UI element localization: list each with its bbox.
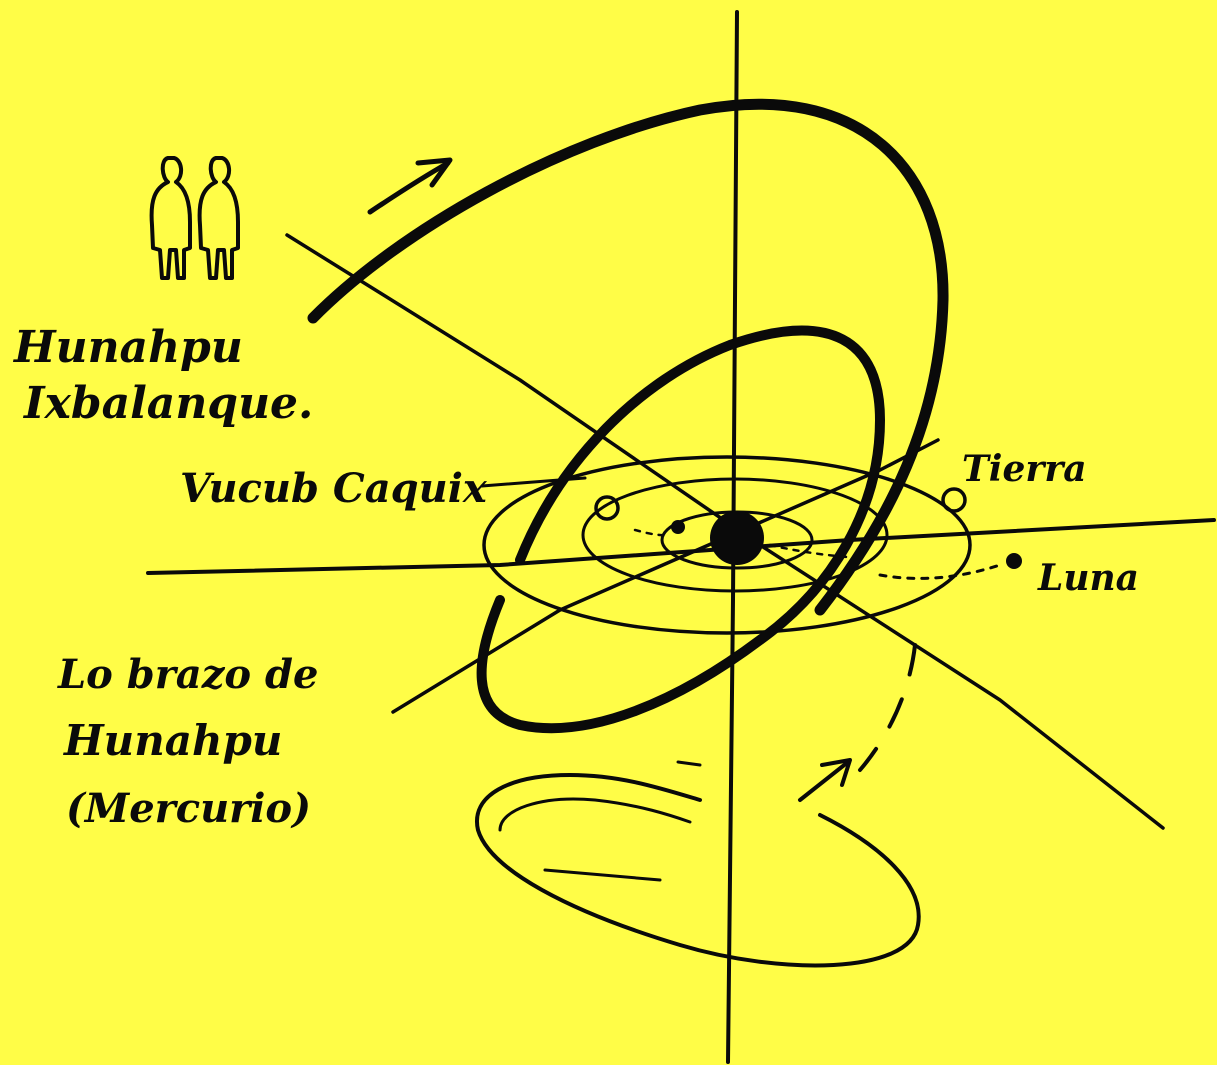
label-mercurio: (Mercurio): [66, 785, 311, 832]
label-ixbalanque: Ixbalanque.: [22, 378, 313, 429]
label-hunahpu: Hunahpu: [12, 322, 243, 373]
label-tierra: Tierra: [962, 448, 1087, 490]
label-hunahpu-arm: Hunahpu: [63, 716, 282, 765]
label-lo-brazo-de: Lo brazo de: [57, 651, 318, 698]
label-luna: Luna: [1037, 557, 1139, 599]
moon-body: [1006, 553, 1022, 569]
sun-body: [710, 511, 764, 565]
small-inner-body: [671, 520, 685, 534]
label-vucub-caquix: Vucub Caquix: [180, 465, 488, 512]
